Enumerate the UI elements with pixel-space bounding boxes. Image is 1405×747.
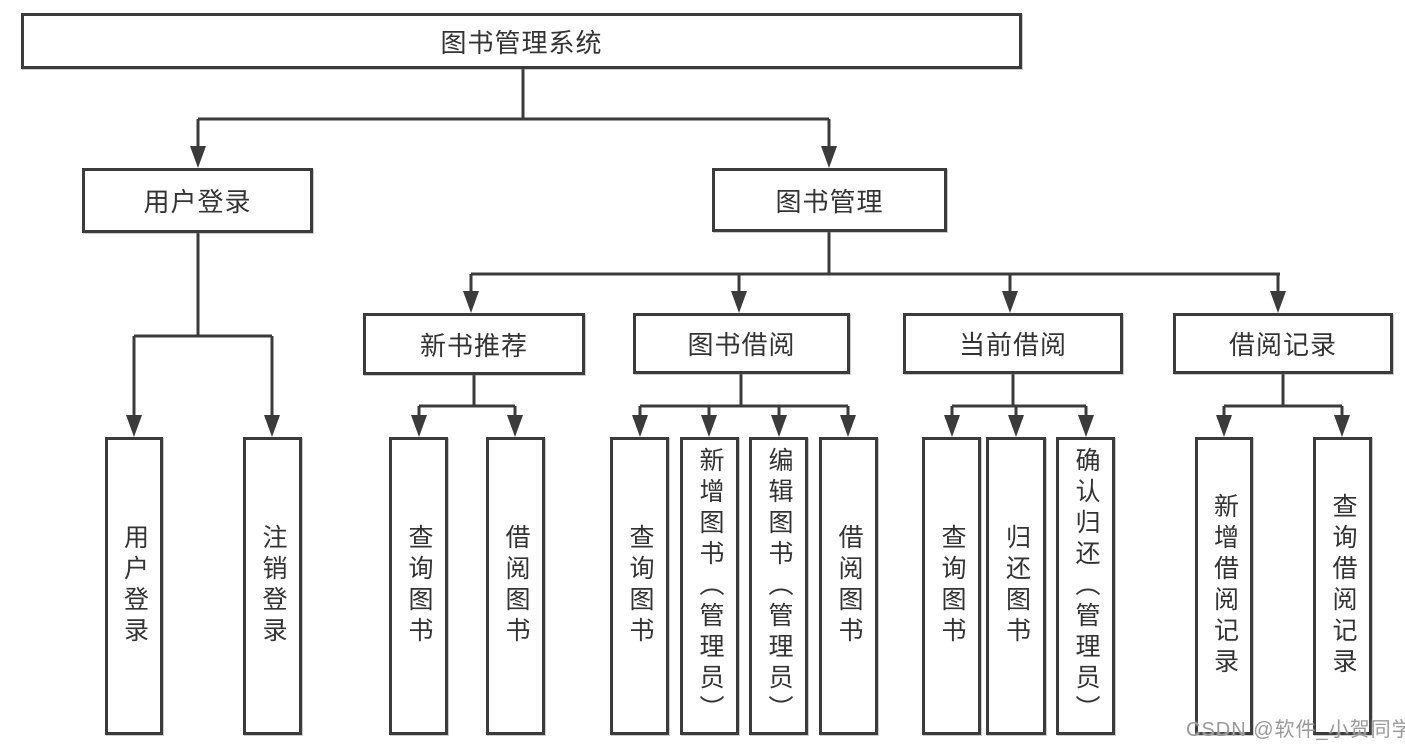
leaf-query-borrow-record: 查询借阅记录 xyxy=(1313,437,1372,735)
leaf-confirm-return-admin: 确认归还（管理员） xyxy=(1056,437,1115,735)
node-borrowing-records: 借阅记录 xyxy=(1173,313,1393,374)
leaf-query-books-borrowing: 查询图书 xyxy=(610,437,669,735)
node-current-borrowing: 当前借阅 xyxy=(903,313,1123,374)
leaf-logout: 注销登录 xyxy=(243,437,302,735)
leaf-user-login: 用户登录 xyxy=(105,437,163,735)
leaf-borrow-books: 借阅图书 xyxy=(819,437,878,735)
node-book-borrowing: 图书借阅 xyxy=(633,313,850,374)
leaf-query-books-recommend: 查询图书 xyxy=(389,437,448,735)
leaf-edit-book-admin: 编辑图书（管理员） xyxy=(749,437,808,735)
leaf-add-book-admin: 新增图书（管理员） xyxy=(680,437,739,735)
node-library-management-system: 图书管理系统 xyxy=(21,13,1022,69)
leaf-query-books-current: 查询图书 xyxy=(922,437,981,735)
leaf-return-book: 归还图书 xyxy=(986,437,1046,735)
node-book-management: 图书管理 xyxy=(712,168,947,232)
csdn-watermark: CSDN @软件_小贺同学 xyxy=(1186,719,1405,741)
node-user-login: 用户登录 xyxy=(82,168,313,233)
leaf-add-borrow-record: 新增借阅记录 xyxy=(1195,437,1253,735)
leaf-borrow-books-recommend: 借阅图书 xyxy=(486,437,545,735)
node-new-book-recommendation: 新书推荐 xyxy=(363,313,585,375)
